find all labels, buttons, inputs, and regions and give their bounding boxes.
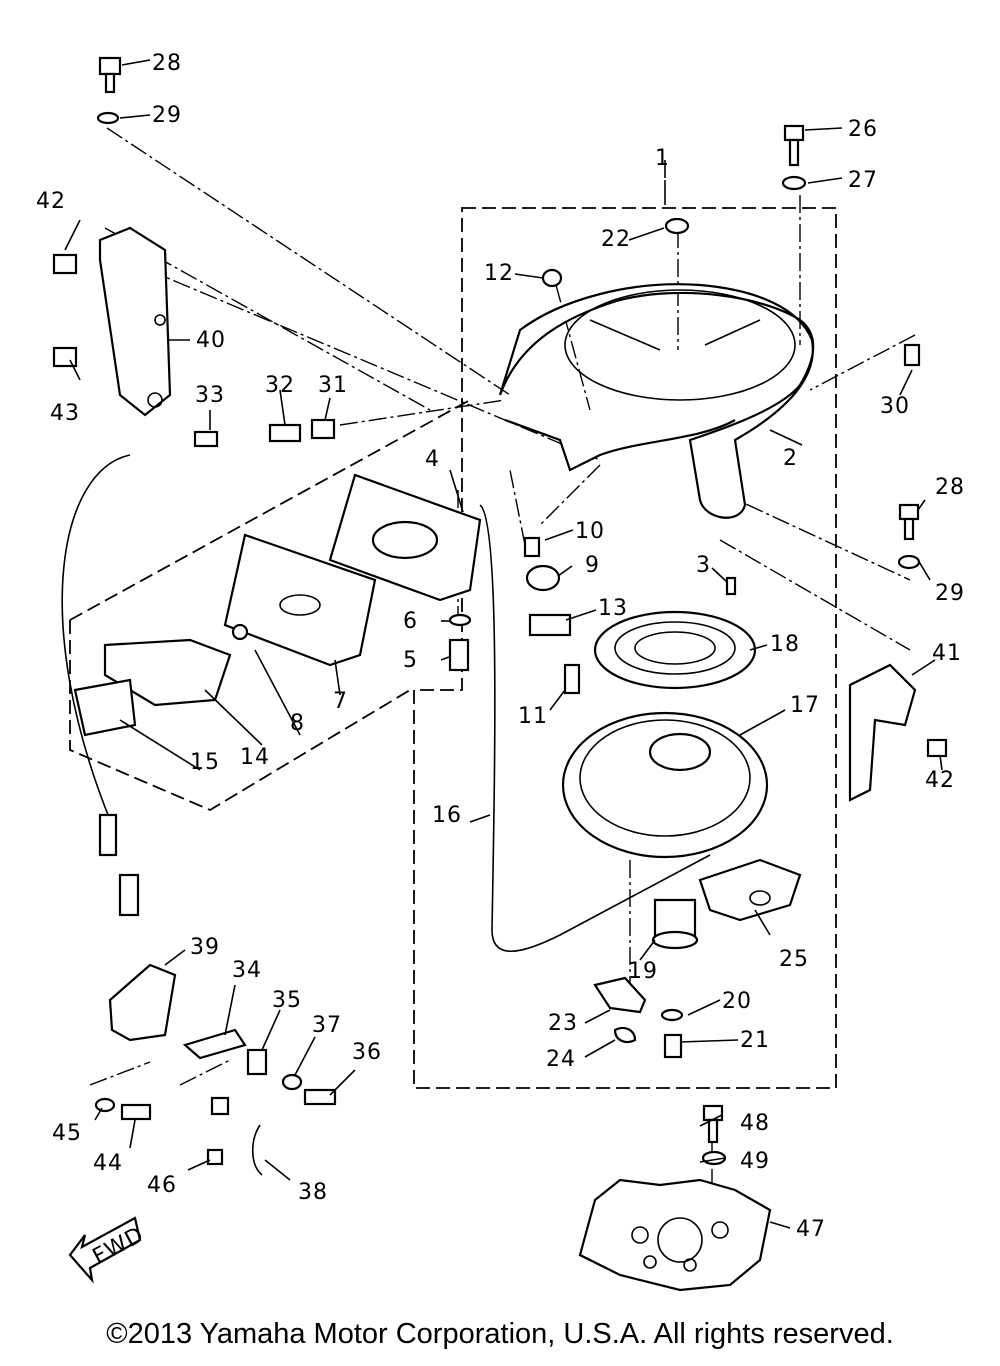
label-22: 22 — [601, 227, 631, 252]
label-2: 2 — [783, 446, 798, 471]
label-11: 11 — [518, 704, 548, 729]
label-48: 48 — [740, 1111, 770, 1136]
fwd-arrow-icon: FWD — [68, 1216, 148, 1284]
label-36: 36 — [352, 1040, 382, 1065]
handle-parts — [73, 473, 482, 737]
label-40: 40 — [196, 328, 226, 353]
label-30: 30 — [880, 394, 910, 419]
label-13: 13 — [598, 596, 628, 621]
label-23: 23 — [548, 1011, 578, 1036]
label-20: 20 — [722, 989, 752, 1014]
label-43: 43 — [50, 401, 80, 426]
label-25: 25 — [779, 947, 809, 972]
label-18: 18 — [770, 632, 800, 657]
label-7: 7 — [333, 689, 348, 714]
label-6: 6 — [403, 609, 418, 634]
lower-parts — [593, 858, 802, 1014]
label-10: 10 — [575, 519, 605, 544]
label-41: 41 — [932, 641, 962, 666]
label-29-right: 29 — [935, 581, 965, 606]
label-28-top: 28 — [152, 51, 182, 76]
bracket-41 — [848, 663, 917, 802]
assembly-1-boundary — [413, 207, 837, 1089]
fasteners — [52, 56, 948, 1176]
callout-leaders — [64, 59, 943, 1229]
label-19: 19 — [628, 959, 658, 984]
label-35: 35 — [272, 988, 302, 1013]
label-42-right: 42 — [925, 768, 955, 793]
label-32: 32 — [265, 373, 295, 398]
bracket-40 — [98, 226, 172, 417]
bracket-39-34 — [108, 963, 247, 1060]
label-9: 9 — [585, 553, 600, 578]
label-49: 49 — [740, 1149, 770, 1174]
label-42-left: 42 — [36, 189, 66, 214]
label-17: 17 — [790, 693, 820, 718]
plate-47 — [578, 1178, 772, 1292]
label-34: 34 — [232, 958, 262, 983]
label-39: 39 — [190, 935, 220, 960]
label-24: 24 — [546, 1047, 576, 1072]
label-46: 46 — [147, 1173, 177, 1198]
label-26: 26 — [848, 117, 878, 142]
label-47: 47 — [796, 1217, 826, 1242]
label-33: 33 — [195, 383, 225, 408]
label-15: 15 — [190, 750, 220, 775]
label-5: 5 — [403, 648, 418, 673]
label-3: 3 — [696, 553, 711, 578]
label-31: 31 — [318, 373, 348, 398]
label-27: 27 — [848, 168, 878, 193]
part-number-labels: 1 2 3 4 5 6 7 8 9 10 11 12 13 14 15 16 1… — [36, 51, 965, 1242]
label-21: 21 — [740, 1028, 770, 1053]
starter-cover — [498, 283, 815, 519]
label-12: 12 — [484, 261, 514, 286]
label-16: 16 — [432, 803, 462, 828]
leader-lines — [61, 127, 916, 1225]
label-45: 45 — [52, 1121, 82, 1146]
label-38: 38 — [298, 1180, 328, 1205]
label-37: 37 — [312, 1013, 342, 1038]
label-28-right: 28 — [935, 475, 965, 500]
label-4: 4 — [425, 447, 440, 472]
label-14: 14 — [240, 745, 270, 770]
label-1: 1 — [655, 146, 670, 171]
label-29-top: 29 — [152, 103, 182, 128]
label-8: 8 — [290, 711, 305, 736]
reel-and-spring — [561, 610, 769, 859]
copyright-notice: ©2013 Yamaha Motor Corporation, U.S.A. A… — [106, 1318, 894, 1350]
label-44: 44 — [93, 1151, 123, 1176]
